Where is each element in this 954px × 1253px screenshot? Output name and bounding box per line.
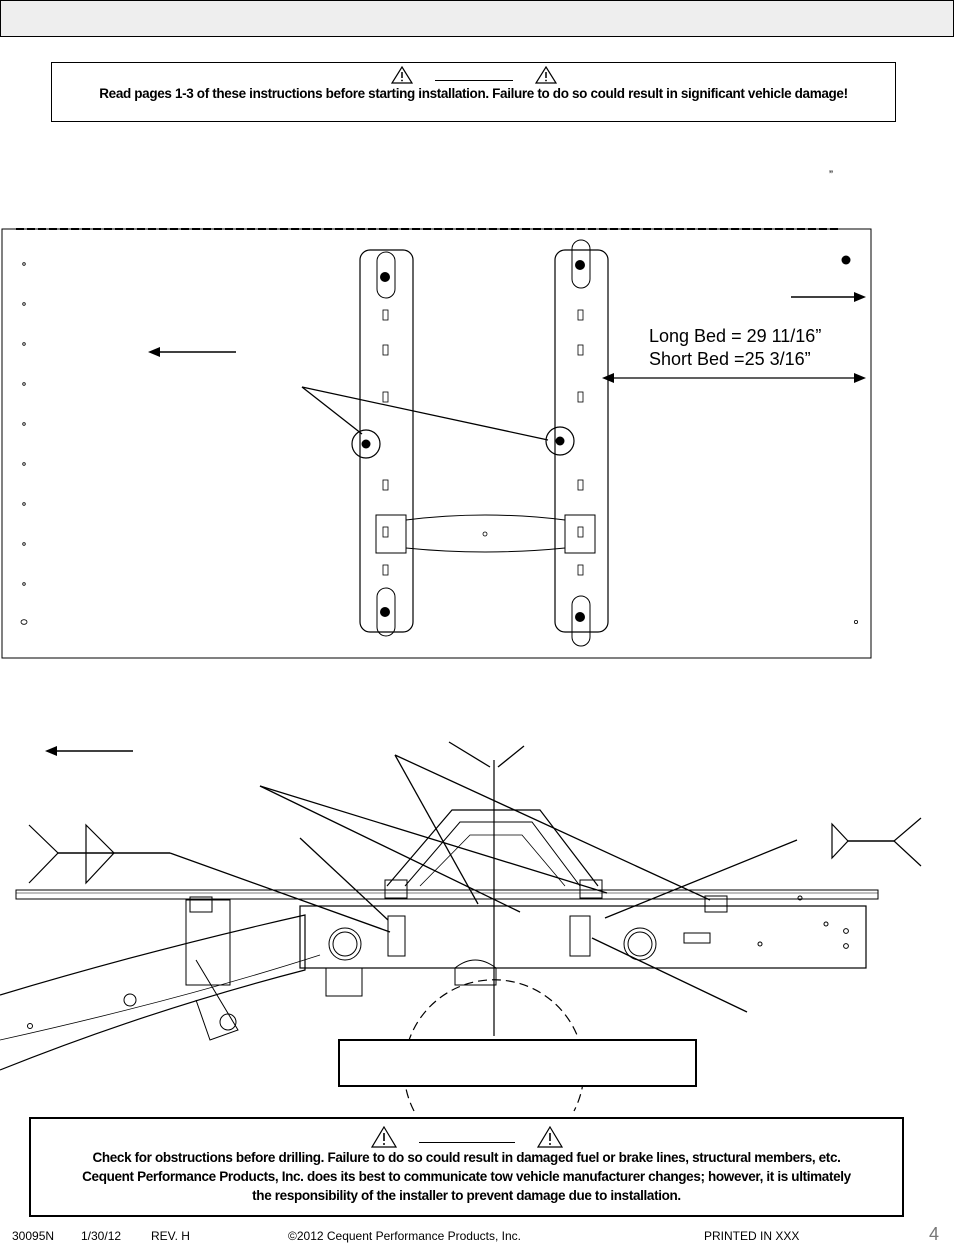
footer-part-number: 30095N <box>12 1229 55 1243</box>
left-rail <box>359 249 414 633</box>
warning-triangle-icon <box>536 1126 563 1148</box>
warning-triangle-icon <box>390 66 413 84</box>
note-box <box>338 1039 697 1087</box>
footer-date: 1/30/12 <box>81 1229 122 1243</box>
right-rail <box>554 249 609 633</box>
warning-text-top: Read pages 1-3 of these instructions bef… <box>99 86 848 101</box>
short-bed-dimension: Short Bed =25 3/16” <box>649 349 811 369</box>
header-bar <box>0 0 954 37</box>
warning-box-top: Read pages 1-3 of these instructions bef… <box>51 62 896 122</box>
warning-triangle-icon <box>534 66 557 84</box>
warning-text-line3: the responsibility of the installer to p… <box>252 1188 681 1203</box>
warning-text-line1: Check for obstructions before drilling. … <box>92 1150 841 1165</box>
footer-revision: REV. H <box>151 1229 190 1243</box>
warning-text-line2: Cequent Performance Products, Inc. does … <box>82 1169 851 1184</box>
warning-title-underline <box>418 1141 515 1143</box>
stray-quote-mark: ” <box>829 168 833 182</box>
page-number: 4 <box>929 1224 940 1244</box>
footer-copyright: ©2012 Cequent Performance Products, Inc. <box>288 1229 521 1243</box>
bed-top-view-frame <box>1 228 872 659</box>
warning-triangle-icon <box>370 1126 397 1148</box>
warning-title-underline <box>434 79 513 81</box>
warning-box-bottom: Check for obstructions before drilling. … <box>29 1117 904 1217</box>
footer-printed: PRINTED IN XXX <box>704 1229 800 1243</box>
long-bed-dimension: Long Bed = 29 11/16” <box>649 326 822 346</box>
